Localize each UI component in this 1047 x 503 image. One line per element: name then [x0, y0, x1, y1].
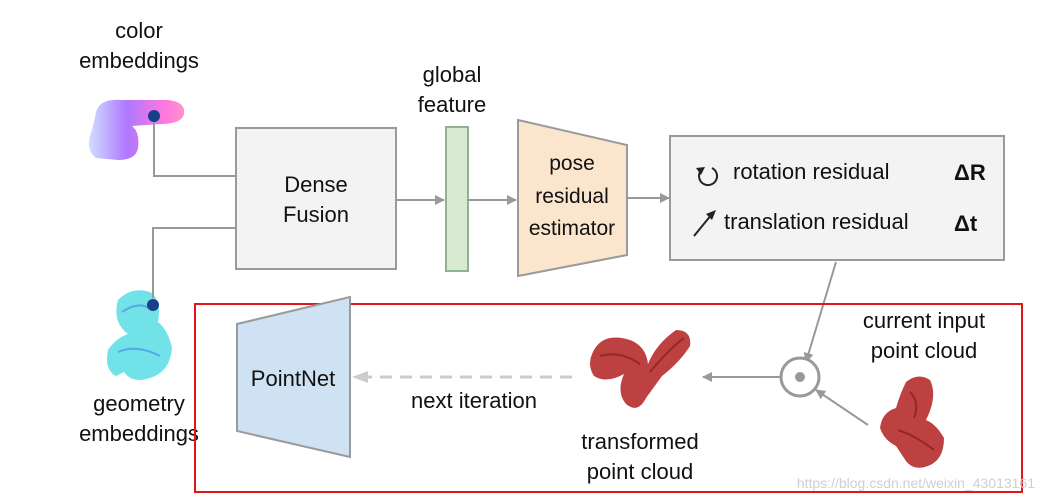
rotation-symbol: ΔR [954, 160, 986, 185]
pointnet-label: PointNet [251, 366, 335, 391]
geometry-embedding-node-icon [147, 299, 159, 311]
translation-arrow-icon [693, 210, 716, 237]
transformed-label-2: point cloud [587, 459, 693, 484]
current-input-label-1: current input [863, 308, 985, 333]
rotation-residual-label: rotation residual [733, 159, 890, 184]
dense-fusion-label-1: Dense [284, 172, 348, 197]
combine-node-icon [779, 356, 821, 398]
translation-symbol: Δt [954, 211, 978, 236]
geometry-embeddings-label-2: embeddings [79, 421, 199, 446]
current-input-point-cloud-image [880, 376, 944, 468]
translation-residual-label: translation residual [724, 209, 909, 234]
dense-fusion-box [235, 127, 397, 270]
embedding-connectors [152, 122, 236, 298]
pose-label-1: pose [549, 152, 595, 175]
color-embedding-node-icon [148, 110, 160, 122]
current-input-label-2: point cloud [871, 338, 977, 363]
global-feature-bar [445, 126, 469, 272]
pose-residual-estimator-shape [517, 118, 628, 278]
dense-fusion-label-2: Fusion [283, 202, 349, 227]
pointnet-shape [236, 295, 351, 459]
color-embeddings-label-2: embeddings [79, 48, 199, 73]
next-iteration-label: next iteration [411, 388, 537, 413]
color-embeddings-image [88, 99, 185, 160]
geometry-embeddings-label-1: geometry [93, 391, 185, 416]
arrow-residual-to-node [803, 261, 837, 363]
residual-output-box [669, 135, 1005, 261]
transformed-point-cloud-image [590, 330, 691, 408]
global-feature-label-1: global [423, 62, 482, 87]
transformed-label-1: transformed [581, 429, 698, 454]
pose-label-3: estimator [529, 217, 615, 240]
watermark: https://blog.csdn.net/weixin_43013161 [797, 475, 1035, 491]
refinement-highlight-box [194, 303, 1023, 493]
color-embeddings-label-1: color [115, 18, 163, 43]
geometry-embeddings-image [107, 290, 172, 380]
arrow-input-to-node [815, 389, 869, 426]
global-feature-label-2: feature [418, 92, 487, 117]
rotation-icon [696, 167, 719, 187]
pose-label-2: residual [535, 185, 609, 208]
